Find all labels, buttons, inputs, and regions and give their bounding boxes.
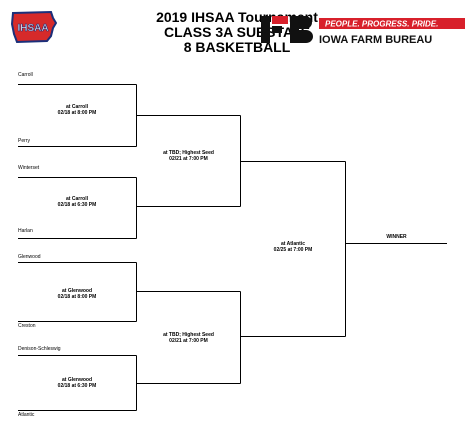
game-info-r1g2: at Carroll 02/18 at 6:30 PM bbox=[18, 196, 136, 208]
ihsaa-logo-text: IHSAA bbox=[17, 23, 48, 34]
team-slot: Denison-Schleswig bbox=[18, 346, 61, 352]
game-datetime: 02/21 at 7:00 PM bbox=[169, 338, 208, 344]
team-slot: Harlan bbox=[18, 228, 33, 234]
sponsor-tagline: PEOPLE. PROGRESS. PRIDE. bbox=[325, 20, 438, 29]
team-slot: Winterset bbox=[18, 165, 40, 171]
team-slot: Glenwood bbox=[18, 254, 41, 260]
game-site: at Glenwood bbox=[62, 377, 92, 383]
game-info-final: at Atlantic 02/25 at 7:00 PM bbox=[241, 241, 345, 253]
team-slot: Carroll bbox=[18, 72, 33, 78]
game-site: at Carroll bbox=[66, 196, 88, 202]
game-info-r1g3: at Glenwood 02/18 at 8:00 PM bbox=[18, 288, 136, 300]
game-site: at TBD; Highest Seed bbox=[163, 150, 214, 156]
ihsaa-logo: IHSAA bbox=[11, 10, 57, 44]
game-datetime: 02/18 at 8:00 PM bbox=[57, 294, 97, 300]
farm-bureau-logo: PEOPLE. PROGRESS. PRIDE. IOWA FARM BUREA… bbox=[259, 11, 467, 51]
game-info-r2g2: at TBD; Highest Seed 02/21 at 7:00 PM bbox=[137, 332, 240, 344]
game-info-r2g1: at TBD; Highest Seed 02/21 at 7:00 PM bbox=[137, 150, 240, 162]
game-info-r1g4: at Glenwood 02/18 at 6:30 PM bbox=[18, 377, 136, 389]
game-info-r1g1: at Carroll 02/18 at 8:00 PM bbox=[18, 104, 136, 116]
game-datetime: 02/21 at 7:00 PM bbox=[169, 156, 208, 162]
game-site: at TBD; Highest Seed bbox=[163, 332, 214, 338]
game-site: at Atlantic bbox=[281, 241, 305, 247]
winner-label: WINNER bbox=[386, 234, 407, 240]
game-datetime: 02/25 at 7:00 PM bbox=[273, 247, 313, 253]
team-slot: Creston bbox=[18, 323, 36, 329]
sponsor-name: IOWA FARM BUREAU bbox=[319, 34, 432, 46]
game-datetime: 02/18 at 6:30 PM bbox=[57, 202, 97, 208]
game-datetime: 02/18 at 8:00 PM bbox=[57, 110, 97, 116]
game-site: at Glenwood bbox=[62, 288, 92, 294]
team-slot: Perry bbox=[18, 138, 30, 144]
game-site: at Carroll bbox=[66, 104, 88, 110]
team-slot: Atlantic bbox=[18, 412, 35, 418]
game-datetime: 02/18 at 6:30 PM bbox=[57, 383, 97, 389]
